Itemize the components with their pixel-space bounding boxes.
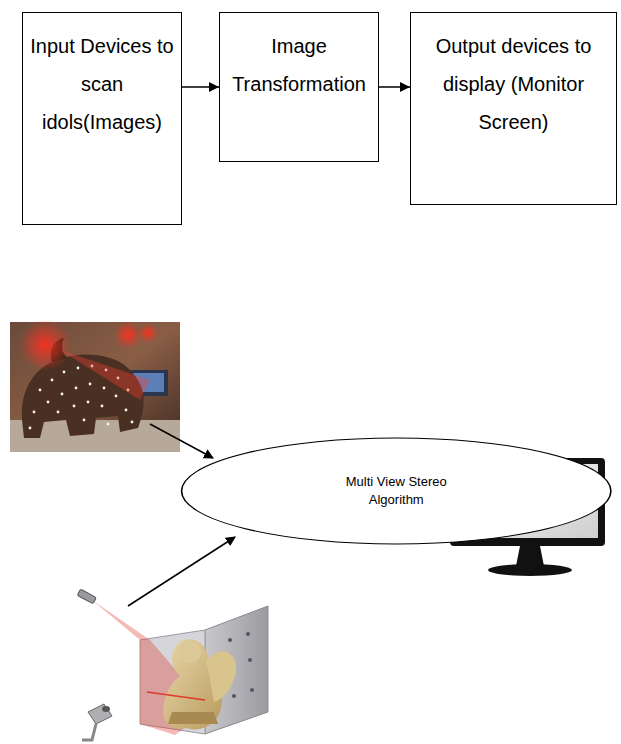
flow-arrow bbox=[182, 86, 219, 88]
process-box: Image Transformation bbox=[219, 12, 379, 162]
text-group: Output devices to display (Monitor Scree… bbox=[419, 27, 608, 141]
text-group: Image Transformation bbox=[226, 27, 372, 103]
input-arrow bbox=[128, 537, 235, 606]
algorithm-ellipse: Multi View Stereo Algorithm bbox=[180, 437, 613, 545]
text-group: Input Devices to scan idols(Images) bbox=[29, 27, 175, 141]
flow-arrow bbox=[379, 86, 410, 88]
node-label: Image Transformation bbox=[226, 27, 372, 103]
laser-scanner-illustration bbox=[77, 589, 268, 740]
ellipse-shape bbox=[182, 438, 611, 544]
input-arrow bbox=[150, 424, 213, 458]
text-group: Multi View Stereo Algorithm bbox=[180, 473, 613, 509]
scan-photo bbox=[10, 319, 180, 452]
process-box: Input Devices to scan idols(Images) bbox=[22, 12, 182, 225]
node-label: Output devices to display (Monitor Scree… bbox=[419, 27, 608, 141]
process-box: Output devices to display (Monitor Scree… bbox=[410, 12, 617, 205]
node-label: Multi View Stereo Algorithm bbox=[329, 473, 464, 509]
node-label: Input Devices to scan idols(Images) bbox=[29, 27, 175, 141]
ellipse-outline bbox=[180, 437, 613, 545]
